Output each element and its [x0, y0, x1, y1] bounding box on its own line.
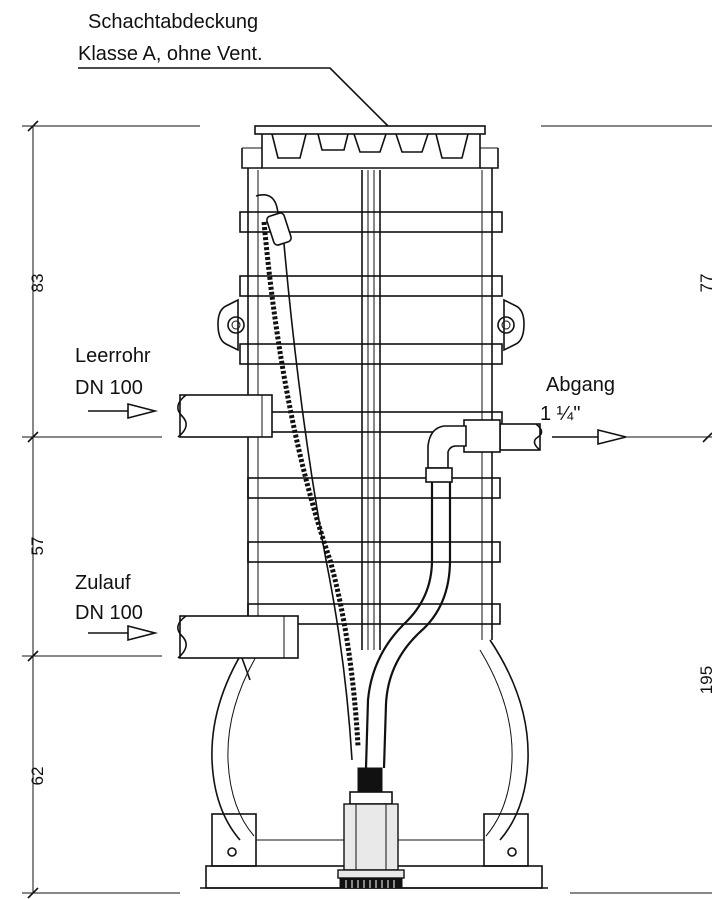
right-dimension-chain: 77 195: [541, 125, 712, 894]
dimension-77: 77: [697, 274, 712, 293]
dimension-57: 57: [28, 537, 47, 556]
submersible-pump: [337, 767, 405, 889]
shaft-cover: [241, 125, 499, 169]
left-dimension-chain: 83 57 62: [22, 120, 200, 899]
feed-label-line2: DN 100: [75, 602, 143, 624]
outlet-flow-arrow: [552, 428, 627, 446]
cover-label-line2: Klasse A, ohne Vent.: [78, 43, 263, 65]
dimension-62: 62: [28, 767, 47, 786]
float-switch: [255, 194, 353, 761]
conduit-label-line2: DN 100: [75, 377, 143, 399]
pressure-hose: [364, 482, 452, 769]
outlet-label-line2: 1 ¼": [540, 403, 580, 425]
feed-flow-arrow: [88, 624, 159, 642]
feed-label-line1: Zulauf: [75, 572, 131, 594]
outlet-label-line1: Abgang: [546, 374, 615, 396]
cover-leader-line: [78, 67, 389, 127]
conduit-flow-arrow: [88, 402, 159, 420]
conduit-pipe: [177, 394, 273, 438]
cover-label-line1: Schachtabdeckung: [88, 11, 258, 33]
feed-pipe: [177, 615, 299, 681]
conduit-label-line1: Leerrohr: [75, 345, 151, 367]
dimension-83: 83: [28, 274, 47, 293]
outlet-pipe: [425, 419, 543, 483]
dimension-195: 195: [697, 666, 712, 694]
